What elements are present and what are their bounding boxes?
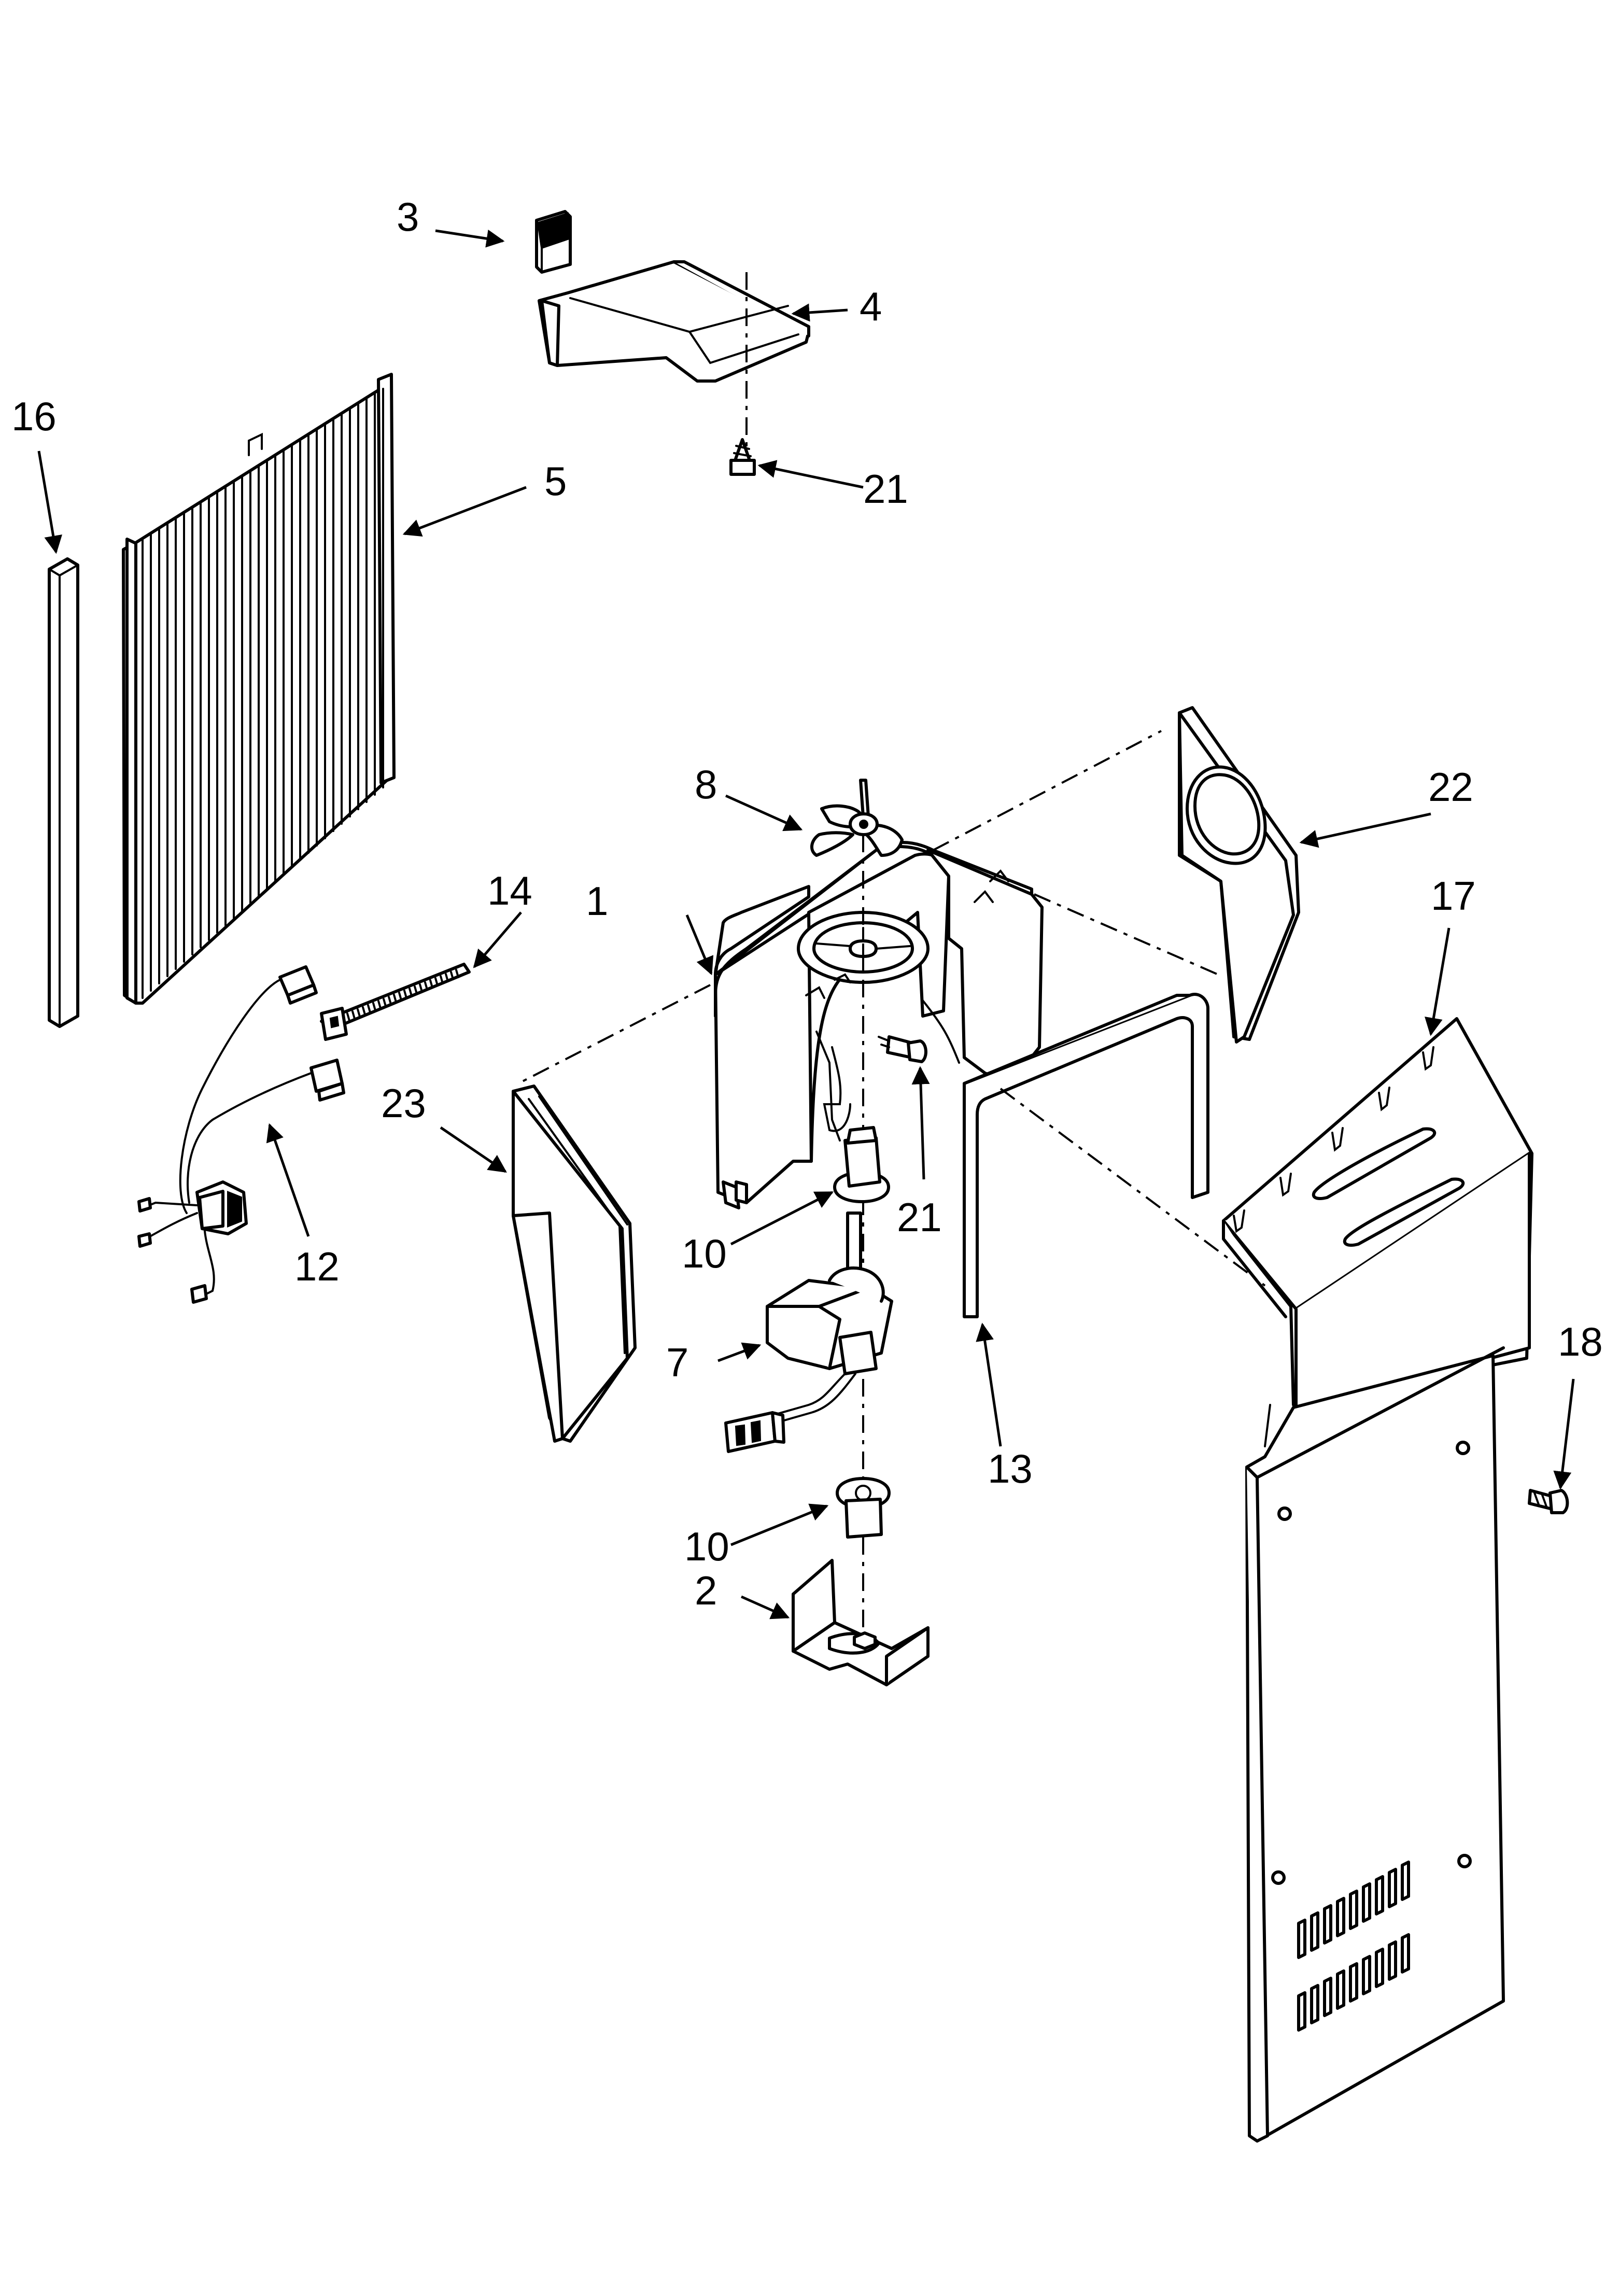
- part-4-tray: [538, 260, 810, 383]
- callout-21-middle: 21: [897, 1194, 942, 1240]
- part-21-screw-middle: [878, 1035, 927, 1063]
- callout-7: 7: [666, 1340, 688, 1385]
- part-17-back-panel: [1222, 1017, 1533, 2143]
- part-7-motor: [724, 1212, 893, 1453]
- part-16-strip: [48, 557, 79, 1028]
- callout-8: 8: [695, 762, 717, 807]
- part-10-grommet-lower: [836, 1477, 891, 1539]
- callout-13: 13: [988, 1446, 1033, 1491]
- part-23-side-cover: [512, 1084, 637, 1443]
- callout-1: 1: [586, 878, 608, 924]
- leader-arrows: [37, 229, 1575, 1619]
- part-8-fan-blade: [810, 779, 904, 857]
- part-10-grommet-upper: [833, 1126, 890, 1203]
- callout-14: 14: [487, 868, 532, 913]
- callout-16: 16: [11, 393, 57, 439]
- evaporator-fins: [142, 388, 384, 999]
- cable-tie-teeth: [346, 969, 459, 1022]
- part-13-u-channel: [963, 993, 1209, 1318]
- part-12-harness: [137, 965, 345, 1304]
- callout-17: 17: [1431, 873, 1476, 919]
- part-5-evaporator: [122, 373, 396, 1005]
- vent-slots: [1297, 1861, 1410, 2032]
- callout-21-upper: 21: [863, 466, 908, 512]
- part-21-screw-upper: [729, 438, 756, 476]
- callout-23: 23: [381, 1080, 426, 1126]
- part-3-clip: [535, 210, 572, 274]
- callout-22: 22: [1428, 764, 1473, 810]
- callout-5: 5: [544, 458, 567, 504]
- callout-4: 4: [860, 284, 882, 329]
- callout-12: 12: [294, 1244, 340, 1289]
- callout-18: 18: [1558, 1319, 1603, 1364]
- part-18-screw: [1528, 1489, 1569, 1514]
- part-22-side-cover: [1178, 706, 1300, 1044]
- part-2-bracket: [792, 1559, 930, 1686]
- part-14-cable-tie: [320, 963, 471, 1041]
- callout-10-lower: 10: [684, 1524, 729, 1569]
- callout-2: 2: [695, 1568, 717, 1613]
- callout-3: 3: [397, 194, 419, 240]
- callout-10-upper: 10: [682, 1231, 727, 1276]
